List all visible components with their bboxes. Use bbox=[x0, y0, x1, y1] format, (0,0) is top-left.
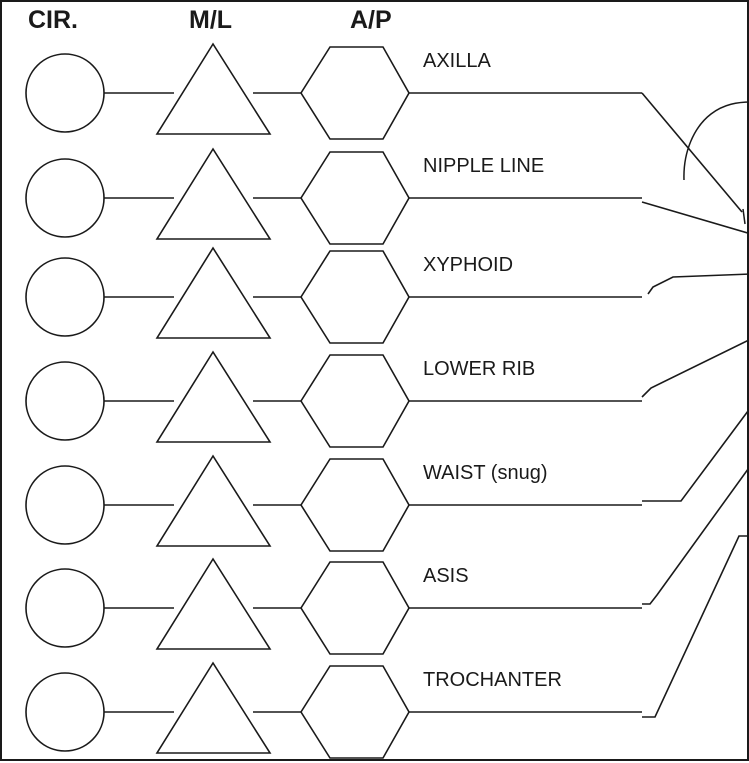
leader-line bbox=[641, 201, 749, 235]
leader-line bbox=[647, 273, 749, 295]
anterior-posterior-hexagon[interactable] bbox=[300, 665, 410, 759]
medial-lateral-triangle[interactable] bbox=[155, 246, 272, 339]
anterior-posterior-hexagon[interactable] bbox=[300, 561, 410, 655]
measurement-row: TROCHANTER bbox=[25, 661, 642, 759]
measurement-rows: AXILLA NIPPLE LINE XYPHOID LOWER RIB WAIST (… bbox=[25, 42, 642, 759]
leader-line bbox=[642, 408, 749, 502]
circumference-circle[interactable] bbox=[25, 257, 105, 337]
measurement-row: LOWER RIB bbox=[25, 350, 642, 448]
circumference-circle[interactable] bbox=[25, 158, 105, 238]
measurement-row: WAIST (snug) bbox=[25, 454, 642, 552]
row-label: ASIS bbox=[423, 565, 469, 587]
body-outline-tick bbox=[742, 208, 746, 225]
body-outline-sketch bbox=[683, 101, 749, 225]
anterior-posterior-hexagon[interactable] bbox=[300, 250, 410, 344]
row-label: XYPHOID bbox=[423, 254, 513, 276]
circumference-circle[interactable] bbox=[25, 53, 105, 133]
leader-lines bbox=[641, 92, 749, 718]
leader-line bbox=[642, 466, 749, 605]
body-outline-arc bbox=[683, 101, 749, 181]
row-label: NIPPLE LINE bbox=[423, 155, 544, 177]
leader-line bbox=[641, 92, 743, 213]
header-anterior-posterior: A/P bbox=[350, 6, 392, 34]
header-medial-lateral: M/L bbox=[189, 6, 233, 34]
measurement-row: AXILLA bbox=[25, 42, 642, 140]
medial-lateral-triangle[interactable] bbox=[155, 557, 272, 650]
measurement-row: XYPHOID bbox=[25, 246, 642, 344]
row-label: AXILLA bbox=[423, 50, 491, 72]
anterior-posterior-hexagon[interactable] bbox=[300, 458, 410, 552]
measurement-row: NIPPLE LINE bbox=[25, 147, 642, 245]
medial-lateral-triangle[interactable] bbox=[155, 147, 272, 240]
row-label: WAIST (snug) bbox=[423, 462, 547, 484]
circumference-circle[interactable] bbox=[25, 465, 105, 545]
anterior-posterior-hexagon[interactable] bbox=[300, 354, 410, 448]
medial-lateral-triangle[interactable] bbox=[155, 454, 272, 547]
header-circumference: CIR. bbox=[28, 6, 78, 34]
row-label: TROCHANTER bbox=[423, 669, 562, 691]
circumference-circle[interactable] bbox=[25, 672, 105, 752]
medial-lateral-triangle[interactable] bbox=[155, 350, 272, 443]
circumference-circle[interactable] bbox=[25, 568, 105, 648]
leader-line bbox=[642, 535, 749, 718]
circumference-circle[interactable] bbox=[25, 361, 105, 441]
medial-lateral-triangle[interactable] bbox=[155, 661, 272, 754]
anterior-posterior-hexagon[interactable] bbox=[300, 46, 410, 140]
measurement-row: ASIS bbox=[25, 557, 642, 655]
anterior-posterior-hexagon[interactable] bbox=[300, 151, 410, 245]
medial-lateral-triangle[interactable] bbox=[155, 42, 272, 135]
row-label: LOWER RIB bbox=[423, 358, 535, 380]
leader-line bbox=[641, 339, 749, 398]
